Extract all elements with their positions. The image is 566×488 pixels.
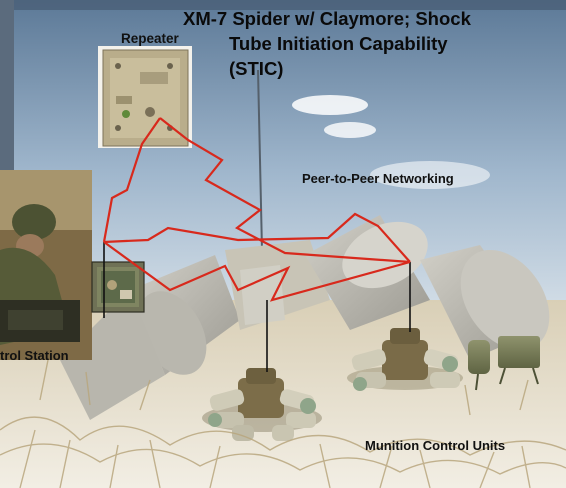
dry-grass [0,359,566,488]
repeater-label: Repeater [121,31,179,46]
top-band [0,0,566,10]
munition-units-label: Munition Control Units [365,438,506,453]
title-line-3: (STIC) [229,58,284,79]
cloud [292,95,368,115]
munition-unit-left [202,368,322,441]
soldier-photo [0,170,92,360]
title-line-1: XM-7 Spider w/ Claymore; Shock [183,8,471,29]
diagram-title: XM-7 Spider w/ Claymore; Shock Tube Init… [183,6,563,81]
launch-tubes [60,215,550,420]
network-links [102,117,411,302]
claymore-mines [468,336,540,391]
munition-unit-right [347,328,463,391]
networking-label: Peer-to-Peer Networking [302,171,454,186]
cloud [324,122,376,138]
side-panel [0,0,14,170]
tether-lines [103,242,411,372]
cloud [370,161,490,189]
antenna-mast [257,69,263,251]
control-station-label: trol Station [0,348,69,363]
control-station-photo [91,261,145,313]
title-line-2: Tube Initiation Capability [229,33,448,54]
